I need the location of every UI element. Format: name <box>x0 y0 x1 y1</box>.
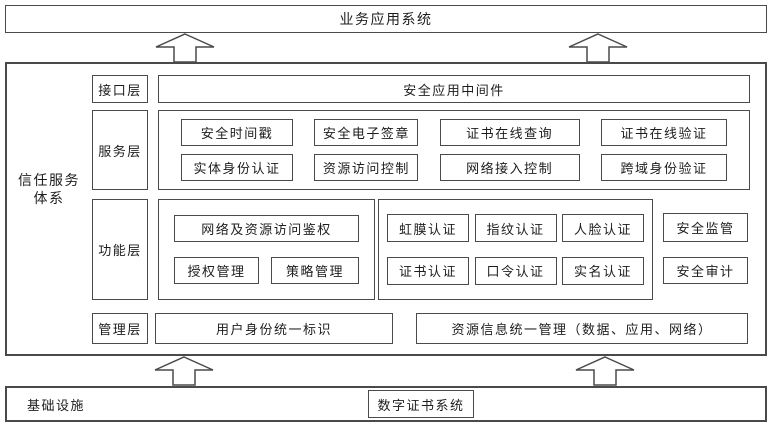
management-item-unified-user-identity: 用户身份统一标识 <box>155 313 393 344</box>
service-layer-group: 安全时间戳 安全电子签章 证书在线查询 证书在线验证 实体身份认证 资源访问控制… <box>158 110 750 190</box>
service-item-cross-domain-identity-verify: 跨域身份验证 <box>600 154 727 181</box>
layer-label-interface: 接口层 <box>92 75 148 103</box>
service-row-2: 实体身份认证 资源访问控制 网络接入控制 跨域身份验证 <box>181 154 727 181</box>
access-group-row-2: 授权管理 策略管理 <box>174 257 359 284</box>
trust-service-system-box <box>5 62 767 356</box>
service-item-network-access-control: 网络接入控制 <box>439 154 580 181</box>
security-middleware-box: 安全应用中间件 <box>158 75 750 103</box>
access-group-row-1: 网络及资源访问鉴权 <box>174 215 359 242</box>
function-item-fingerprint-auth: 指纹认证 <box>474 214 557 243</box>
service-item-entity-identity-auth: 实体身份认证 <box>181 154 293 181</box>
business-application-system-box: 业务应用系统 <box>5 5 767 33</box>
digital-certificate-system-box: 数字证书系统 <box>368 390 474 418</box>
up-arrow-icon <box>154 356 214 386</box>
access-authorization-group: 网络及资源访问鉴权 授权管理 策略管理 <box>158 199 375 300</box>
authentication-group: 虹膜认证 指纹认证 人脸认证 证书认证 口令认证 实名认证 <box>378 199 653 300</box>
function-item-security-audit: 安全审计 <box>663 257 748 284</box>
infrastructure-label: 基础设施 <box>27 397 86 413</box>
up-arrow-icon <box>568 33 628 63</box>
trust-system-label-line1: 信任服务 <box>18 174 80 189</box>
service-item-electronic-signature: 安全电子签章 <box>314 119 419 146</box>
service-item-certificate-online-query: 证书在线查询 <box>439 119 580 146</box>
auth-group-row-2: 证书认证 口令认证 实名认证 <box>387 256 644 285</box>
service-item-secure-timestamp: 安全时间戳 <box>181 119 293 146</box>
trust-system-label: 信任服务 体系 <box>8 173 90 209</box>
service-row-1: 安全时间戳 安全电子签章 证书在线查询 证书在线验证 <box>181 119 727 146</box>
layer-label-service: 服务层 <box>92 110 148 190</box>
function-item-face-auth: 人脸认证 <box>562 214 644 243</box>
function-item-certificate-auth: 证书认证 <box>387 256 469 285</box>
auth-group-row-1: 虹膜认证 指纹认证 人脸认证 <box>387 214 644 243</box>
function-item-network-resource-access-auth: 网络及资源访问鉴权 <box>174 215 359 242</box>
function-item-iris-auth: 虹膜认证 <box>387 214 469 243</box>
function-item-policy-management: 策略管理 <box>271 257 359 284</box>
service-item-resource-access-control: 资源访问控制 <box>314 154 419 181</box>
function-item-realname-auth: 实名认证 <box>562 256 644 285</box>
function-item-authorization-management: 授权管理 <box>174 257 259 284</box>
layer-label-function: 功能层 <box>92 199 148 300</box>
up-arrow-icon <box>155 33 215 63</box>
trust-system-label-line2: 体系 <box>33 192 65 207</box>
layer-label-management: 管理层 <box>92 313 148 344</box>
up-arrow-icon <box>575 356 635 386</box>
function-item-password-auth: 口令认证 <box>474 256 557 285</box>
management-item-unified-resource-info: 资源信息统一管理（数据、应用、网络） <box>416 313 748 344</box>
function-item-security-supervision: 安全监管 <box>663 213 748 242</box>
service-item-certificate-online-verify: 证书在线验证 <box>600 119 727 146</box>
